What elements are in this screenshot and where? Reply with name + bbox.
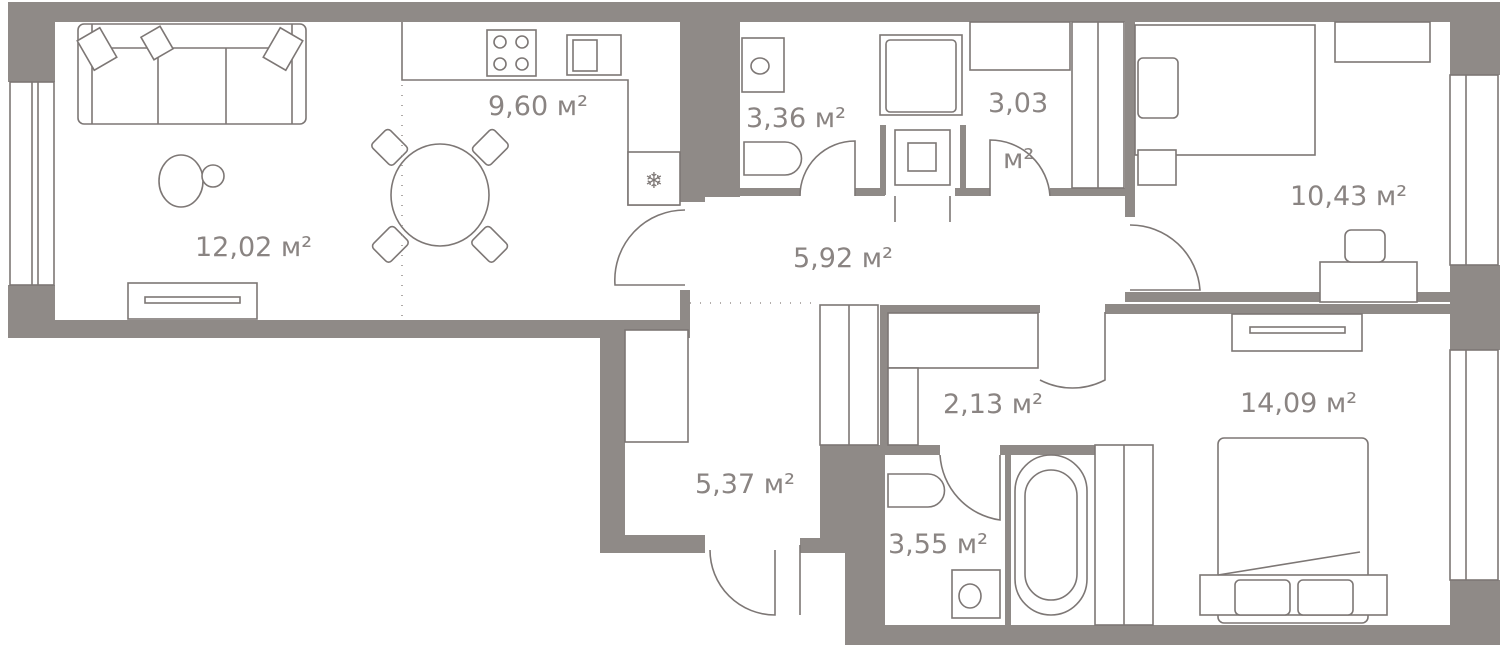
- wardrobe-shelves-icon: [887, 312, 1039, 369]
- room-area-living: 12,02 м²: [195, 232, 312, 263]
- fridge-snowflake-icon: ❄: [645, 169, 663, 194]
- tv-stand-icon: [1231, 313, 1363, 352]
- washbasin-icon: [741, 37, 785, 93]
- shower-icon: [879, 34, 963, 116]
- room-area-bath-2: 3,55 м²: [888, 529, 988, 560]
- dining-table-icon: [371, 128, 509, 263]
- walls: [8, 2, 1500, 645]
- room-area-bath-1: 3,36 м²: [746, 103, 846, 134]
- wardrobe-shelves-icon: [887, 367, 919, 446]
- desk-icon: [1319, 229, 1418, 303]
- kitchen-counter: ❄: [401, 22, 681, 206]
- room-area-wardrobe-2: 2,13 м²: [943, 389, 1043, 420]
- door-icon: [614, 139, 1201, 616]
- room-area-bedroom-1: 10,43 м²: [1290, 181, 1407, 212]
- sofa-icon: [76, 23, 307, 125]
- bed-icon: [1134, 24, 1316, 186]
- washing-machine-icon: [894, 129, 951, 186]
- room-area-bedroom-2: 14,09 м²: [1240, 388, 1357, 419]
- bathtub-icon: [1014, 454, 1088, 616]
- sink-icon: [566, 34, 622, 76]
- toilet-icon: [887, 473, 946, 508]
- toilet-icon: [743, 141, 803, 176]
- bed-icon: [1199, 437, 1388, 624]
- room-area-hall: 5,37 м²: [695, 469, 795, 500]
- cooktop-icon: [486, 29, 537, 77]
- room-area-corridor: 5,92 м²: [793, 243, 893, 274]
- washbasin-icon: [951, 569, 1001, 619]
- hall-wardrobe-icon: [624, 329, 689, 443]
- radiator-icon: [1334, 21, 1431, 63]
- windows: [9, 74, 1499, 581]
- tv-stand-icon: [127, 282, 258, 320]
- coffee-table-icon: [158, 154, 225, 208]
- room-area-wardrobe-1-unit: м²: [1003, 144, 1034, 175]
- wardrobe-shelves-icon: [969, 21, 1125, 189]
- room-area-kitchen: 9,60 м²: [488, 91, 588, 122]
- room-area-wardrobe-1: 3,03: [988, 88, 1048, 119]
